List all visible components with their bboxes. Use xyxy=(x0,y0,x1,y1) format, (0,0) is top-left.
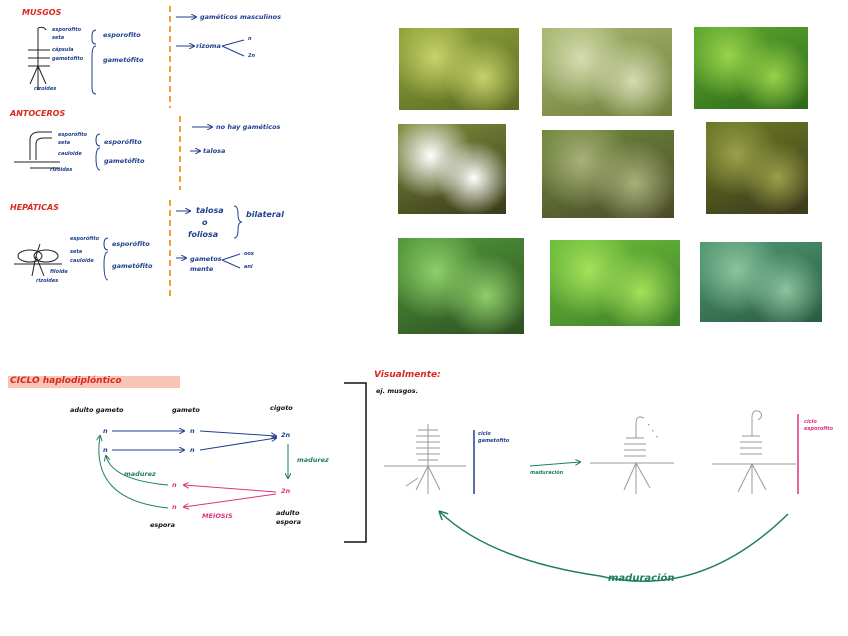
liverwort-photo-2 xyxy=(550,240,680,326)
visual-ciclo-gametofito: ciclo gametofito xyxy=(478,431,510,444)
antoceros-note-1: no hay gaméticos xyxy=(216,123,281,131)
ciclo-title-highlight xyxy=(8,376,180,388)
moss-photo-3 xyxy=(694,27,808,109)
ciclo-n-2: n xyxy=(103,446,108,454)
visual-arrow-big xyxy=(440,512,789,582)
ciclo-adult-sporophyte: 2n xyxy=(281,487,291,495)
musgos-gen-gametofito: gametófito xyxy=(103,56,144,64)
musgos-brace-2 xyxy=(91,45,97,95)
musgos-sketch xyxy=(28,26,50,90)
antoceros-note-2: talosa xyxy=(203,147,226,155)
visual-plant-2 xyxy=(590,416,674,494)
antoceros-label-2: seta xyxy=(58,140,71,146)
hepaticas-gen-esporofito: esporófito xyxy=(112,240,150,248)
hepaticas-brace-note: bilateral xyxy=(246,210,284,219)
ciclo-maduracion-2: madurez xyxy=(124,470,156,478)
hepaticas-label-4: filoide xyxy=(50,269,68,275)
ciclo-header-3: cigoto xyxy=(270,404,293,412)
hornwort-photo-1 xyxy=(398,124,506,214)
musgos-label-1: esporófito xyxy=(52,27,82,33)
ciclo-spore-n-1: n xyxy=(172,481,177,489)
antoceros-label-3: cauloide xyxy=(58,151,82,157)
ciclo-header-2: gameto xyxy=(172,406,200,414)
antoceros-sketch xyxy=(14,131,60,169)
hepaticas-note-1b: o xyxy=(202,218,208,227)
ciclo-n-1: n xyxy=(103,427,108,435)
moss-photo-1 xyxy=(399,28,519,110)
ciclo-header-1: adulto gameto xyxy=(70,406,124,414)
moss-photo-2 xyxy=(542,28,672,116)
hornwort-photo-2 xyxy=(542,130,674,218)
visual-maduracion-small: maduración xyxy=(530,470,564,476)
antoceros-title: ANTOCEROS xyxy=(10,109,66,118)
ciclo-adulto-espora: adulto espora xyxy=(276,509,301,526)
hepaticas-note-1a: talosa xyxy=(196,206,224,215)
hepaticas-label-5: rizoides xyxy=(36,278,59,284)
antoceros-label-4: rizoides xyxy=(50,167,73,173)
liverwort-photo-1 xyxy=(398,238,524,334)
ciclo-arrow-meiosis-2 xyxy=(184,493,277,507)
hepaticas-note-2a: gametos xyxy=(190,255,222,263)
musgos-note-1: gaméticos masculinos xyxy=(200,13,281,21)
musgos-note-2: rizoma xyxy=(196,42,221,50)
visual-arrow-small xyxy=(529,462,580,467)
ciclo-arrow-meiosis-1 xyxy=(184,485,277,493)
ciclo-n-3: n xyxy=(190,427,195,435)
hepaticas-label-2: seta xyxy=(70,249,83,255)
musgos-branch-b: 2n xyxy=(248,53,256,59)
musgos-brace-1 xyxy=(91,29,97,45)
musgos-title: MUSGOS xyxy=(22,8,62,17)
antoceros-label-1: esporófito xyxy=(58,132,88,138)
hepaticas-branch-lines xyxy=(221,253,241,269)
antoceros-gen-esporofito: esporófito xyxy=(104,138,142,146)
hepaticas-note-1c: foliosa xyxy=(188,230,219,239)
ciclo-arrow-loop-1 xyxy=(106,456,169,486)
musgos-branch-a: n xyxy=(248,36,252,42)
ciclo-spore-n-2: n xyxy=(172,503,177,511)
ciclo-meiosis: MEIOSIS xyxy=(202,512,233,520)
ciclo-title: CICLO haplodiplóntico xyxy=(10,376,122,386)
hepaticas-brace-1 xyxy=(103,237,109,251)
ciclo-arrow-loop-2 xyxy=(99,436,169,509)
musgos-label-3: cápsula xyxy=(52,47,74,53)
ciclo-n-4: n xyxy=(190,446,195,454)
musgos-branch-lines xyxy=(221,39,245,57)
visual-plant-3 xyxy=(712,410,796,494)
ciclo-maduracion-1: madurez xyxy=(297,456,329,464)
antoceros-brace-1 xyxy=(95,133,101,147)
ciclo-arrow-n4 xyxy=(199,438,276,451)
ciclo-zygote: 2n xyxy=(281,431,291,439)
ciclo-bracket xyxy=(344,382,367,543)
antoceros-gen-gametofito: gametófito xyxy=(104,157,145,165)
hepaticas-label-3: cauloide xyxy=(70,258,94,264)
hepaticas-sketch xyxy=(14,243,62,277)
visual-plant-1 xyxy=(384,424,466,494)
hepaticas-branch-a: oos xyxy=(244,251,254,257)
hepaticas-label-1: esporófito xyxy=(70,236,100,242)
visual-title: Visualmente: xyxy=(374,370,441,380)
musgos-label-2: seta xyxy=(52,35,65,41)
hepaticas-gen-gametofito: gametófito xyxy=(112,262,153,270)
ciclo-arrow-n3 xyxy=(199,430,276,436)
hepaticas-brace-3 xyxy=(233,205,243,239)
hepaticas-note-2b: mente xyxy=(190,265,214,273)
antoceros-brace-2 xyxy=(95,147,101,171)
musgos-label-5: rizoides xyxy=(34,86,57,92)
ciclo-espora: espora xyxy=(150,521,175,529)
hepaticas-title: HEPÁTICAS xyxy=(10,203,59,212)
visual-ciclo-esporofito: ciclo esporofito xyxy=(804,419,834,432)
musgos-label-4: gametófito xyxy=(52,56,84,62)
hepaticas-brace-2 xyxy=(103,251,109,281)
liverwort-photo-3 xyxy=(700,242,822,322)
hornwort-photo-3 xyxy=(706,122,808,214)
musgos-gen-esporofito: esporofito xyxy=(103,31,141,39)
hepaticas-branch-b: ani xyxy=(244,264,253,270)
visual-maduracion-big: maduración xyxy=(608,573,675,584)
visual-subtitle: ej. musgos. xyxy=(376,387,419,395)
